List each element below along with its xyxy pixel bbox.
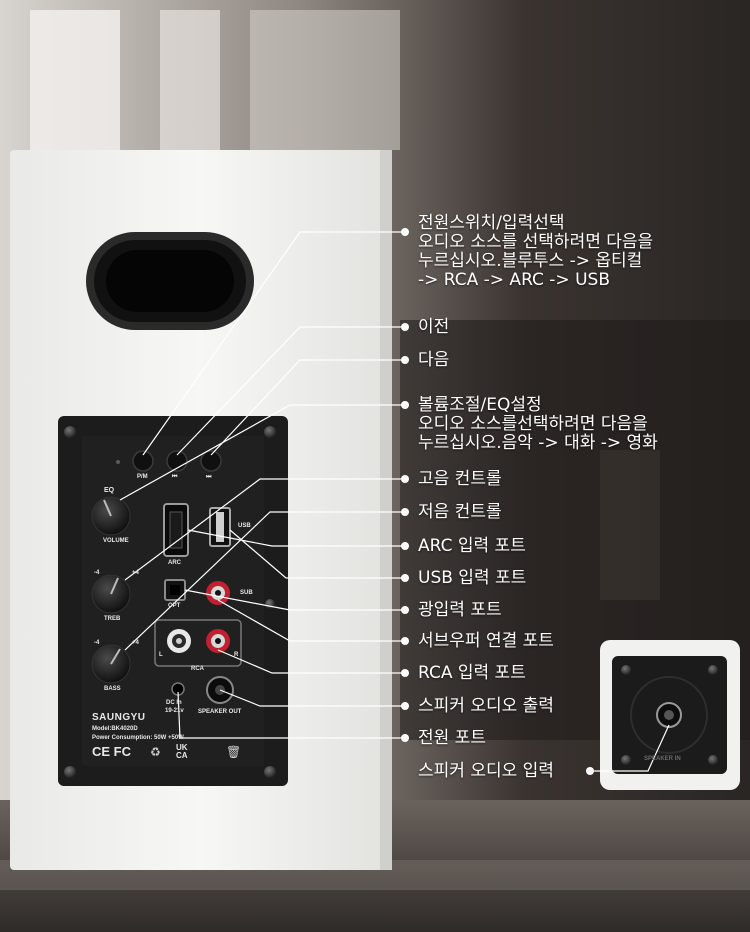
bass-port-inner (106, 250, 234, 312)
shelf-plant (600, 450, 660, 600)
screw-bottom-right (264, 766, 276, 778)
callout-dots (401, 228, 594, 775)
callout-arc: ARC 입력 포트 (418, 536, 526, 556)
ukca-mark: UK CA (176, 743, 188, 760)
bass-scale-max: +4 (132, 640, 139, 646)
speaker-out-label: SPEAKER OUT (198, 709, 242, 715)
speaker-body-shadow (380, 150, 392, 870)
leader-arc (187, 529, 405, 547)
arc-label: ARC (168, 560, 181, 566)
callout-leaders (119, 231, 670, 772)
bass-label: BASS (104, 686, 121, 692)
dc-volt-label: 19-21v (165, 708, 184, 714)
bin-icon: 🗑 (226, 745, 241, 759)
rca-left-port-hole (176, 638, 182, 644)
rca-l-label: L (159, 652, 163, 658)
leader-power-port (177, 691, 405, 739)
sub-label: SUB (240, 590, 253, 596)
brand-label: SAUNGYU (92, 712, 146, 723)
callout-power-input-title: 전원스위치/입력선택 (418, 213, 565, 233)
pm-label: P/M (137, 474, 148, 480)
eq-label: EQ (104, 487, 115, 494)
callout-speaker-in: 스피커 오디오 입력 (418, 761, 554, 781)
callout-speaker-out: 스피커 오디오 출력 (418, 696, 554, 716)
screw-bottom-left (64, 766, 76, 778)
leader-subwoofer (217, 599, 405, 642)
window-pane-right (250, 10, 400, 150)
optical-port-inner (170, 585, 180, 595)
power-consumption-label: Power Consumption: 50W +50W (92, 735, 184, 741)
leader-power-input (142, 231, 405, 456)
screw-top-left (64, 426, 76, 438)
leader-rca (217, 649, 405, 674)
rca-right-port-hole (215, 638, 221, 644)
leader-speaker-out (219, 689, 405, 707)
callout-volume-eq-title: 볼륨조절/EQ설정 (418, 395, 542, 415)
leader-usb (229, 529, 405, 579)
volume-label: VOLUME (103, 538, 129, 544)
leader-next (210, 359, 405, 456)
leader-volume-eq (119, 404, 405, 501)
usb-label: USB (238, 523, 251, 529)
treb-scale-min: -4 (94, 570, 100, 576)
inset-screw-tl (621, 665, 631, 675)
indicator-led (116, 460, 120, 464)
rca-r-label: R (234, 652, 239, 658)
leader-bass (124, 511, 405, 651)
dc-in-label: DC In (166, 700, 182, 706)
callout-rca: RCA 입력 포트 (418, 663, 526, 683)
speaker-in-port-inner (664, 710, 674, 720)
bass-scale-min: -4 (94, 640, 100, 646)
speaker-in-ring-outer (630, 676, 708, 754)
leader-prev (176, 326, 405, 456)
callout-power-port: 전원 포트 (418, 728, 486, 748)
screw-mid-right (265, 599, 275, 609)
recycle-icon: ♻ (150, 745, 161, 759)
inset-screw-bl (621, 755, 631, 765)
pm-button[interactable] (132, 450, 154, 472)
leader-optical (184, 589, 405, 611)
hdmi-arc-port-inner (169, 511, 183, 549)
inset-screw-tr (708, 665, 718, 675)
bass-knob-indicator (110, 648, 121, 665)
treble-knob-indicator (110, 577, 119, 595)
callout-subwoofer: 서브우퍼 연결 포트 (418, 631, 554, 651)
callout-volume-eq-desc: 오디오 소스를선택하려면 다음을 누르십시오.음악 -> 대화 -> 영화 (418, 414, 658, 453)
treb-scale-max: +4 (132, 570, 139, 576)
leader-speaker-in (592, 724, 670, 772)
callout-power-input-desc: 오디오 소스를 선택하려면 다음을 누르십시오.블루투스 -> 옵티컬 -> R… (418, 232, 654, 290)
screw-top-right (264, 426, 276, 438)
window-pane-mid (160, 10, 220, 150)
prev-label: ⏮ (172, 474, 178, 480)
inset-screw-br (708, 755, 718, 765)
callout-treble: 고음 컨트롤 (418, 469, 502, 489)
rca-port-group (154, 619, 242, 667)
callout-next: 다음 (418, 350, 450, 370)
callout-prev: 이전 (418, 317, 450, 337)
volume-knob-indicator (103, 499, 112, 517)
next-label: ⏭ (206, 474, 212, 480)
window-pane-left (30, 10, 120, 150)
treb-label: TREB (104, 616, 121, 622)
callout-usb: USB 입력 포트 (418, 568, 527, 588)
next-button[interactable] (200, 450, 222, 472)
callout-bass: 저음 컨트롤 (418, 502, 502, 522)
usb-port-inner (216, 512, 224, 542)
model-label: Model:BK4020D (92, 726, 138, 732)
speaker-in-inset-label: SPEAKER IN (644, 756, 681, 762)
rca-label: RCA (191, 666, 204, 672)
leader-treble (124, 478, 405, 581)
ce-fc-marks: CE FC (92, 744, 131, 759)
sub-out-port-hole (215, 590, 221, 596)
opt-label: OPT (168, 603, 181, 609)
callout-optical: 광입력 포트 (418, 600, 502, 620)
